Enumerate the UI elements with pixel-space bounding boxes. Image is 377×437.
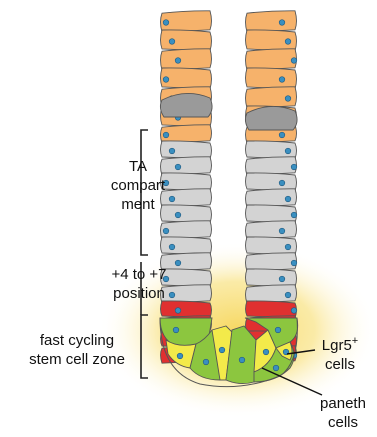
lgr5-superscript: +: [352, 335, 358, 347]
cell-nucleus: [285, 292, 291, 298]
cell-nucleus: [291, 164, 297, 170]
cell-nucleus: [219, 347, 225, 353]
cell-nucleus: [291, 308, 297, 314]
cell-nucleus: [273, 365, 279, 371]
ta-label-line1: TA: [100, 157, 176, 176]
cell-nucleus: [279, 180, 285, 186]
cell-nucleus: [163, 20, 169, 26]
stem-label-line1: fast cycling: [0, 331, 154, 350]
cell-nucleus: [177, 353, 183, 359]
goblet-cell: [245, 106, 297, 130]
cell-nucleus: [163, 228, 169, 234]
position-label-line2: position: [104, 284, 174, 303]
paneth-label-line1: paneth: [313, 394, 373, 413]
crypt-cell-gray: [246, 221, 297, 239]
goblet-cell: [160, 93, 212, 117]
crypt-cell-orange: [246, 49, 297, 70]
stem-label-line2: stem cell zone: [0, 350, 154, 369]
ta-compartment-label: TA compart ment: [100, 157, 176, 214]
cell-nucleus: [263, 349, 269, 355]
crypt-cell-gray: [246, 205, 297, 223]
lgr5-label-line2: cells: [317, 355, 363, 374]
crypt-cell-orange: [246, 11, 297, 32]
cell-nucleus: [175, 58, 181, 64]
cell-nucleus: [279, 276, 285, 282]
crypt-cell-orange: [161, 49, 212, 70]
paneth-label: paneth cells: [313, 394, 373, 432]
cell-nucleus: [173, 327, 179, 333]
cell-nucleus: [169, 244, 175, 250]
cell-nucleus: [285, 196, 291, 202]
cell-nucleus: [291, 58, 297, 64]
crypt-cell-orange: [246, 68, 297, 89]
crypt-cell-gray: [246, 269, 297, 287]
cell-nucleus: [163, 132, 169, 138]
paneth-label-line2: cells: [313, 413, 373, 432]
cell-nucleus: [175, 212, 181, 218]
crypt-cell-orange: [161, 30, 212, 51]
cell-nucleus: [285, 96, 291, 102]
cell-nucleus: [279, 132, 285, 138]
cell-nucleus: [275, 327, 281, 333]
crypt-cell-gray: [161, 237, 212, 255]
lgr5-label: Lgr5+ cells: [317, 336, 363, 374]
crypt-cell-gray: [246, 157, 297, 175]
cell-nucleus: [279, 20, 285, 26]
cell-nucleus: [169, 148, 175, 154]
position-label-line1: +4 to +7: [104, 265, 174, 284]
ta-label-line2: compart: [100, 176, 176, 195]
cell-nucleus: [203, 359, 209, 365]
cell-nucleus: [285, 148, 291, 154]
lgr5-name: Lgr5: [322, 337, 352, 354]
cell-nucleus: [291, 260, 297, 266]
cell-nucleus: [285, 244, 291, 250]
cell-nucleus: [175, 164, 181, 170]
right-cell-column: [245, 11, 297, 363]
cell-nucleus: [175, 260, 181, 266]
cell-nucleus: [175, 308, 181, 314]
lgr5-label-line1: Lgr5+: [317, 336, 363, 355]
cell-nucleus: [169, 39, 175, 45]
ta-label-line3: ment: [100, 195, 176, 214]
cell-nucleus: [163, 77, 169, 83]
position-label: +4 to +7 position: [104, 265, 174, 303]
crypt-cell-gray: [246, 253, 297, 271]
stem-zone-label: fast cycling stem cell zone: [0, 331, 154, 369]
cell-nucleus: [279, 228, 285, 234]
cell-nucleus: [279, 77, 285, 83]
cell-nucleus: [239, 357, 245, 363]
cell-nucleus: [285, 39, 291, 45]
cell-nucleus: [291, 212, 297, 218]
crypt-cell-gray: [246, 173, 297, 191]
